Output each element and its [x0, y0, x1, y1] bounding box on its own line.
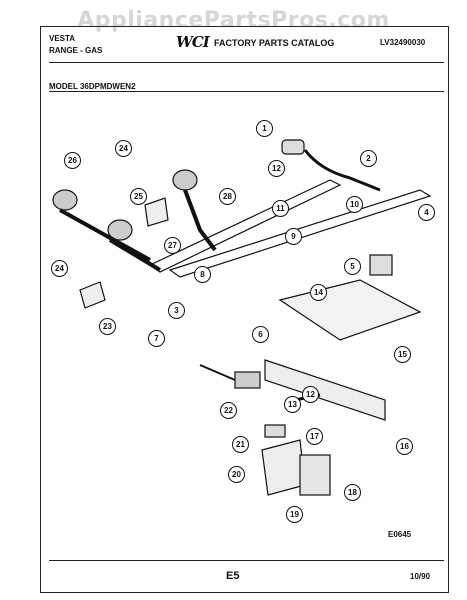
callout-9: 9	[285, 228, 302, 245]
callout-24-top: 24	[115, 140, 132, 157]
catalog-code: LV32490030	[380, 38, 426, 47]
header-rule	[49, 62, 444, 63]
page-number: E5	[226, 570, 240, 582]
callout-17: 17	[306, 428, 323, 445]
callout-15: 15	[394, 346, 411, 363]
callout-16: 16	[396, 438, 413, 455]
brand-label: VESTA	[49, 34, 76, 43]
callout-19: 19	[286, 506, 303, 523]
callout-7: 7	[148, 330, 165, 347]
callout-23: 23	[99, 318, 116, 335]
callout-20: 20	[228, 466, 245, 483]
callout-13: 13	[284, 396, 301, 413]
catalog-title: FACTORY PARTS CATALOG	[214, 38, 335, 48]
callout-2: 2	[360, 150, 377, 167]
callout-26: 26	[64, 152, 81, 169]
callout-21: 21	[232, 436, 249, 453]
callout-22: 22	[220, 402, 237, 419]
callout-18: 18	[344, 484, 361, 501]
callout-24-left: 24	[51, 260, 68, 277]
callout-5: 5	[344, 258, 361, 275]
callout-4: 4	[418, 204, 435, 221]
callout-27: 27	[164, 237, 181, 254]
figure-code: E0645	[388, 530, 412, 539]
date-code: 10/90	[410, 572, 431, 581]
callout-6: 6	[252, 326, 269, 343]
model-rule	[49, 91, 444, 92]
callout-8: 8	[194, 266, 211, 283]
watermark: AppliancePartsPros.com	[77, 8, 390, 33]
model-label: MODEL 36DPMDWEN2	[49, 82, 136, 91]
callout-28: 28	[219, 188, 236, 205]
callout-11: 11	[272, 200, 289, 217]
callout-12: 12	[268, 160, 285, 177]
wci-logo: WCI	[176, 33, 210, 51]
callout-10: 10	[346, 196, 363, 213]
callout-1: 1	[256, 120, 273, 137]
callout-12-lower: 12	[302, 386, 319, 403]
callout-3: 3	[168, 302, 185, 319]
range-label: RANGE - GAS	[49, 46, 103, 55]
page-frame	[40, 26, 449, 593]
footer-rule	[49, 560, 444, 561]
callout-25: 25	[130, 188, 147, 205]
callout-14: 14	[310, 284, 327, 301]
